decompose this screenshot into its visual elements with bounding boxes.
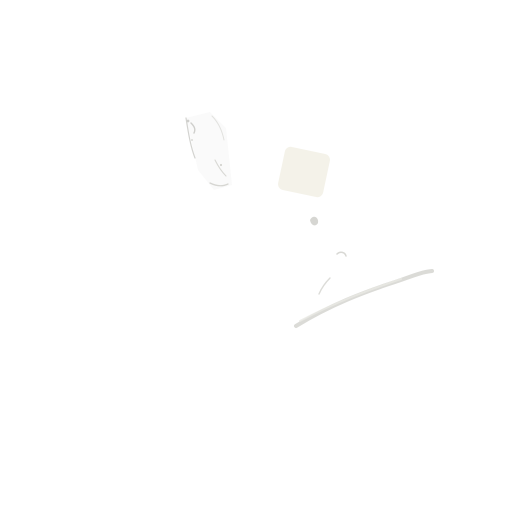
faint-bottle-shape <box>185 112 232 190</box>
faint-marks <box>310 216 347 295</box>
curved-gray-stroke <box>294 269 434 328</box>
faint-beige-square <box>278 146 330 198</box>
